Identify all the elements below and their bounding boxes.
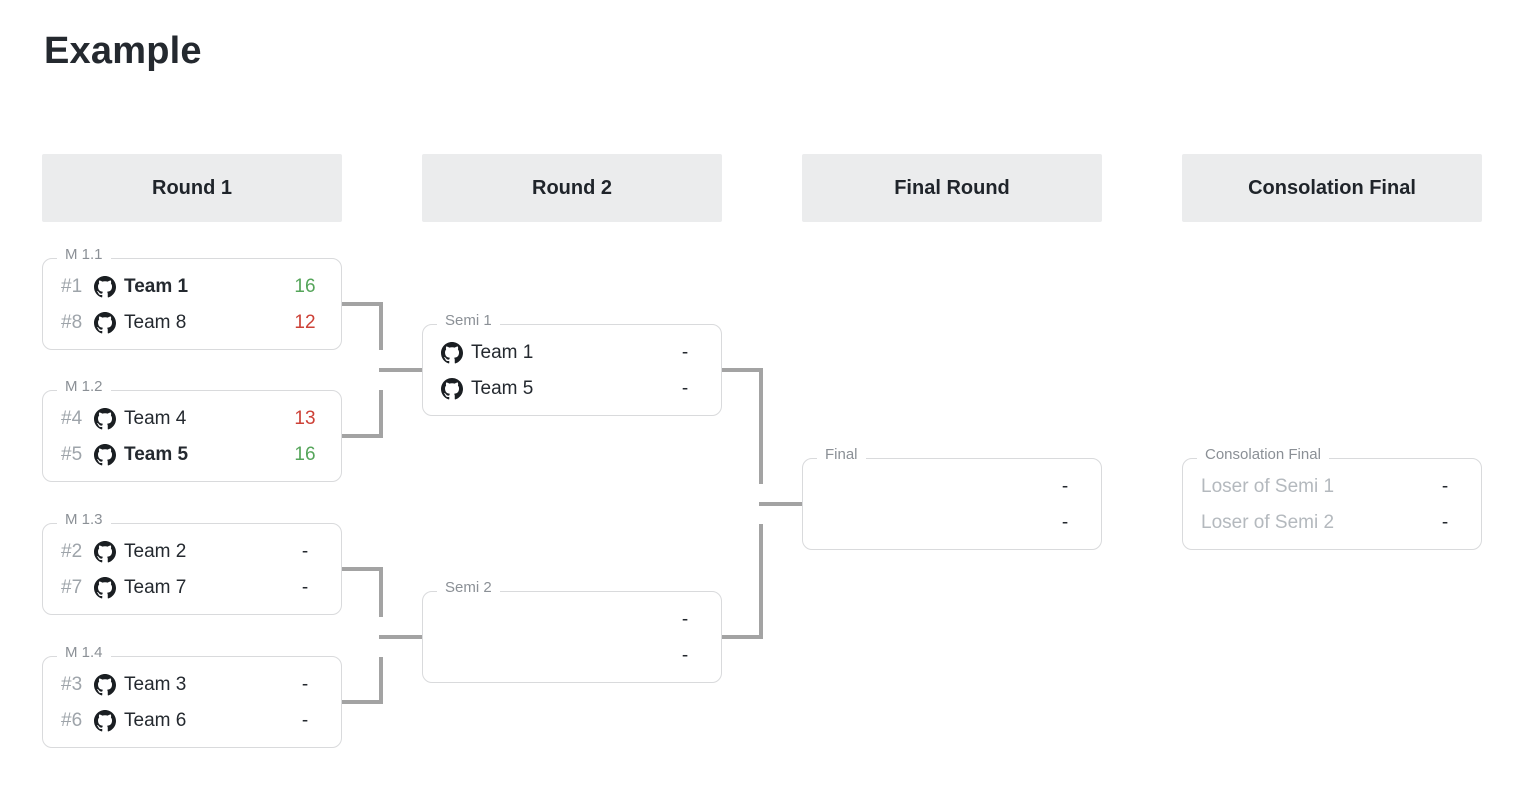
seed-label: #3: [61, 674, 83, 695]
team-name: Team 5: [124, 444, 189, 465]
seed-label: #8: [61, 312, 83, 333]
bracket-connector-line: [342, 434, 383, 438]
team-name: Team 5: [471, 378, 534, 399]
team-row: #1 Team 1 16: [61, 269, 325, 305]
team-row: #5 Team 5 16: [61, 437, 325, 473]
github-icon[interactable]: [94, 577, 116, 599]
team-row: -: [821, 469, 1085, 505]
round-header-consolation-final: Consolation Final: [1182, 154, 1482, 222]
match-semi-2: Semi 2 - -: [422, 579, 722, 683]
match-m1-1: M 1.1 #1 Team 1 16 #8 Team 8 12: [42, 246, 342, 350]
match-label: Semi 2: [437, 579, 500, 597]
team-name: Team 2: [124, 541, 187, 562]
match-semi-1: Semi 1 Team 1 - Team 5 -: [422, 312, 722, 416]
match-label: M 1.2: [57, 378, 111, 396]
team-placeholder: Loser of Semi 1: [1201, 476, 1335, 497]
team-row: Loser of Semi 2 -: [1201, 505, 1465, 541]
github-icon[interactable]: [94, 710, 116, 732]
match-label: Semi 1: [437, 312, 500, 330]
match-label: Final: [817, 446, 866, 464]
match-m1-2: M 1.2 #4 Team 4 13 #5 Team 5 16: [42, 378, 342, 482]
seed-label: #1: [61, 276, 83, 297]
score-value: 16: [294, 276, 316, 297]
team-row: Team 1 -: [441, 335, 705, 371]
bracket-connector-line: [722, 635, 763, 639]
team-row: #8 Team 8 12: [61, 305, 325, 341]
score-value: -: [301, 577, 309, 598]
round-header-round-1: Round 1: [42, 154, 342, 222]
team-name: Team 4: [124, 408, 187, 429]
score-value: -: [1061, 512, 1069, 533]
bracket-connector-line: [379, 368, 422, 372]
match-m1-3: M 1.3 #2 Team 2 - #7 Team 7 -: [42, 511, 342, 615]
team-name: Team 1: [471, 342, 534, 363]
team-name: Team 1: [124, 276, 189, 297]
score-value: 12: [294, 312, 316, 333]
github-icon[interactable]: [94, 541, 116, 563]
bracket-connector-line: [342, 700, 383, 704]
team-row: #7 Team 7 -: [61, 570, 325, 606]
match-label: M 1.3: [57, 511, 111, 529]
team-row: -: [821, 505, 1085, 541]
github-icon[interactable]: [94, 276, 116, 298]
seed-label: #4: [61, 408, 83, 429]
match-m1-4: M 1.4 #3 Team 3 - #6 Team 6 -: [42, 644, 342, 748]
match-final: Final - -: [802, 446, 1102, 550]
team-name: Team 6: [124, 710, 187, 731]
team-row: #2 Team 2 -: [61, 534, 325, 570]
score-value: -: [301, 710, 309, 731]
bracket-connector-line: [342, 567, 383, 571]
score-value: -: [681, 378, 689, 399]
bracket-connector-line: [379, 302, 383, 350]
team-row: Team 5 -: [441, 371, 705, 407]
bracket-connector-line: [759, 368, 763, 484]
seed-label: #7: [61, 577, 83, 598]
seed-label: #2: [61, 541, 83, 562]
bracket-connector-line: [379, 390, 383, 438]
team-name: Team 7: [124, 577, 187, 598]
bracket-connector-line: [342, 302, 383, 306]
match-label: M 1.4: [57, 644, 111, 662]
team-row: #6 Team 6 -: [61, 703, 325, 739]
team-row: #4 Team 4 13: [61, 401, 325, 437]
team-placeholder: Loser of Semi 2: [1201, 512, 1335, 533]
match-label: Consolation Final: [1197, 446, 1329, 464]
score-value: -: [1441, 476, 1449, 497]
bracket-connector-line: [759, 524, 763, 639]
score-value: 13: [294, 408, 316, 429]
github-icon[interactable]: [94, 312, 116, 334]
score-value: -: [681, 342, 689, 363]
team-row: #3 Team 3 -: [61, 667, 325, 703]
bracket-connector-line: [379, 567, 383, 617]
score-value: -: [1441, 512, 1449, 533]
seed-label: #6: [61, 710, 83, 731]
score-value: -: [1061, 476, 1069, 497]
team-name: Team 8: [124, 312, 187, 333]
page-title: Example: [44, 30, 202, 72]
team-row: -: [441, 602, 705, 638]
team-name: Team 3: [124, 674, 187, 695]
bracket-connector-line: [379, 657, 383, 704]
score-value: -: [301, 541, 309, 562]
github-icon[interactable]: [441, 342, 463, 364]
bracket-connector-line: [759, 502, 802, 506]
score-value: 16: [294, 444, 316, 465]
github-icon[interactable]: [94, 408, 116, 430]
github-icon[interactable]: [441, 378, 463, 400]
team-row: Loser of Semi 1 -: [1201, 469, 1465, 505]
github-icon[interactable]: [94, 444, 116, 466]
github-icon[interactable]: [94, 674, 116, 696]
score-value: -: [681, 609, 689, 630]
seed-label: #5: [61, 444, 83, 465]
match-consolation-final: Consolation Final Loser of Semi 1 - Lose…: [1182, 446, 1482, 550]
bracket-connector-line: [722, 368, 763, 372]
match-label: M 1.1: [57, 246, 111, 264]
score-value: -: [301, 674, 309, 695]
bracket-connector-line: [379, 635, 422, 639]
round-header-final-round: Final Round: [802, 154, 1102, 222]
score-value: -: [681, 645, 689, 666]
team-row: -: [441, 638, 705, 674]
round-header-round-2: Round 2: [422, 154, 722, 222]
